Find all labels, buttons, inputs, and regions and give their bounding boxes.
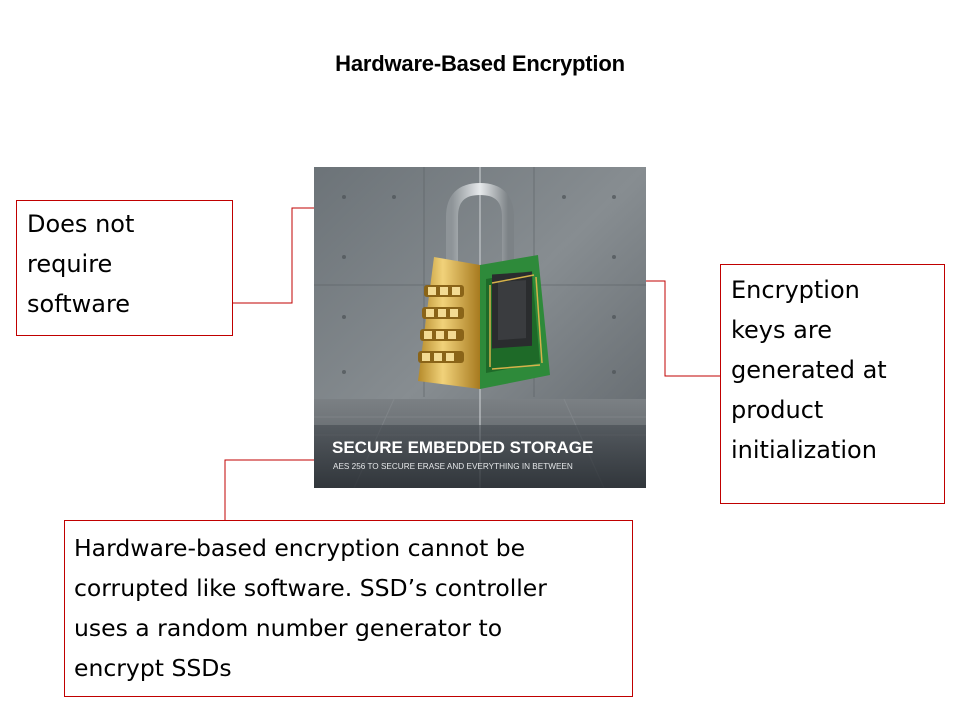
banner-subtitle: AES 256 TO SECURE ERASE AND EVERYTHING I… (333, 462, 573, 471)
callout-key-generation: Encryption keys are generated at product… (720, 264, 945, 504)
slide-title: Hardware-Based Encryption (335, 51, 625, 76)
callout-hardware-encryption: Hardware-based encryption cannot be corr… (64, 520, 633, 697)
connector-right (646, 280, 720, 377)
callout-key-generation-text: Encryption keys are generated at product… (731, 276, 887, 464)
callout-no-software: Does not require software (16, 200, 233, 336)
banner-title: SECURE EMBEDDED STORAGE (332, 438, 593, 457)
connector-left (233, 207, 314, 304)
callout-no-software-text: Does not require software (27, 210, 135, 318)
callout-hardware-encryption-text: Hardware-based encryption cannot be corr… (74, 534, 547, 682)
connector-bottom (224, 459, 314, 520)
secure-storage-image: SECURE EMBEDDED STORAGE AES 256 TO SECUR… (314, 167, 646, 488)
